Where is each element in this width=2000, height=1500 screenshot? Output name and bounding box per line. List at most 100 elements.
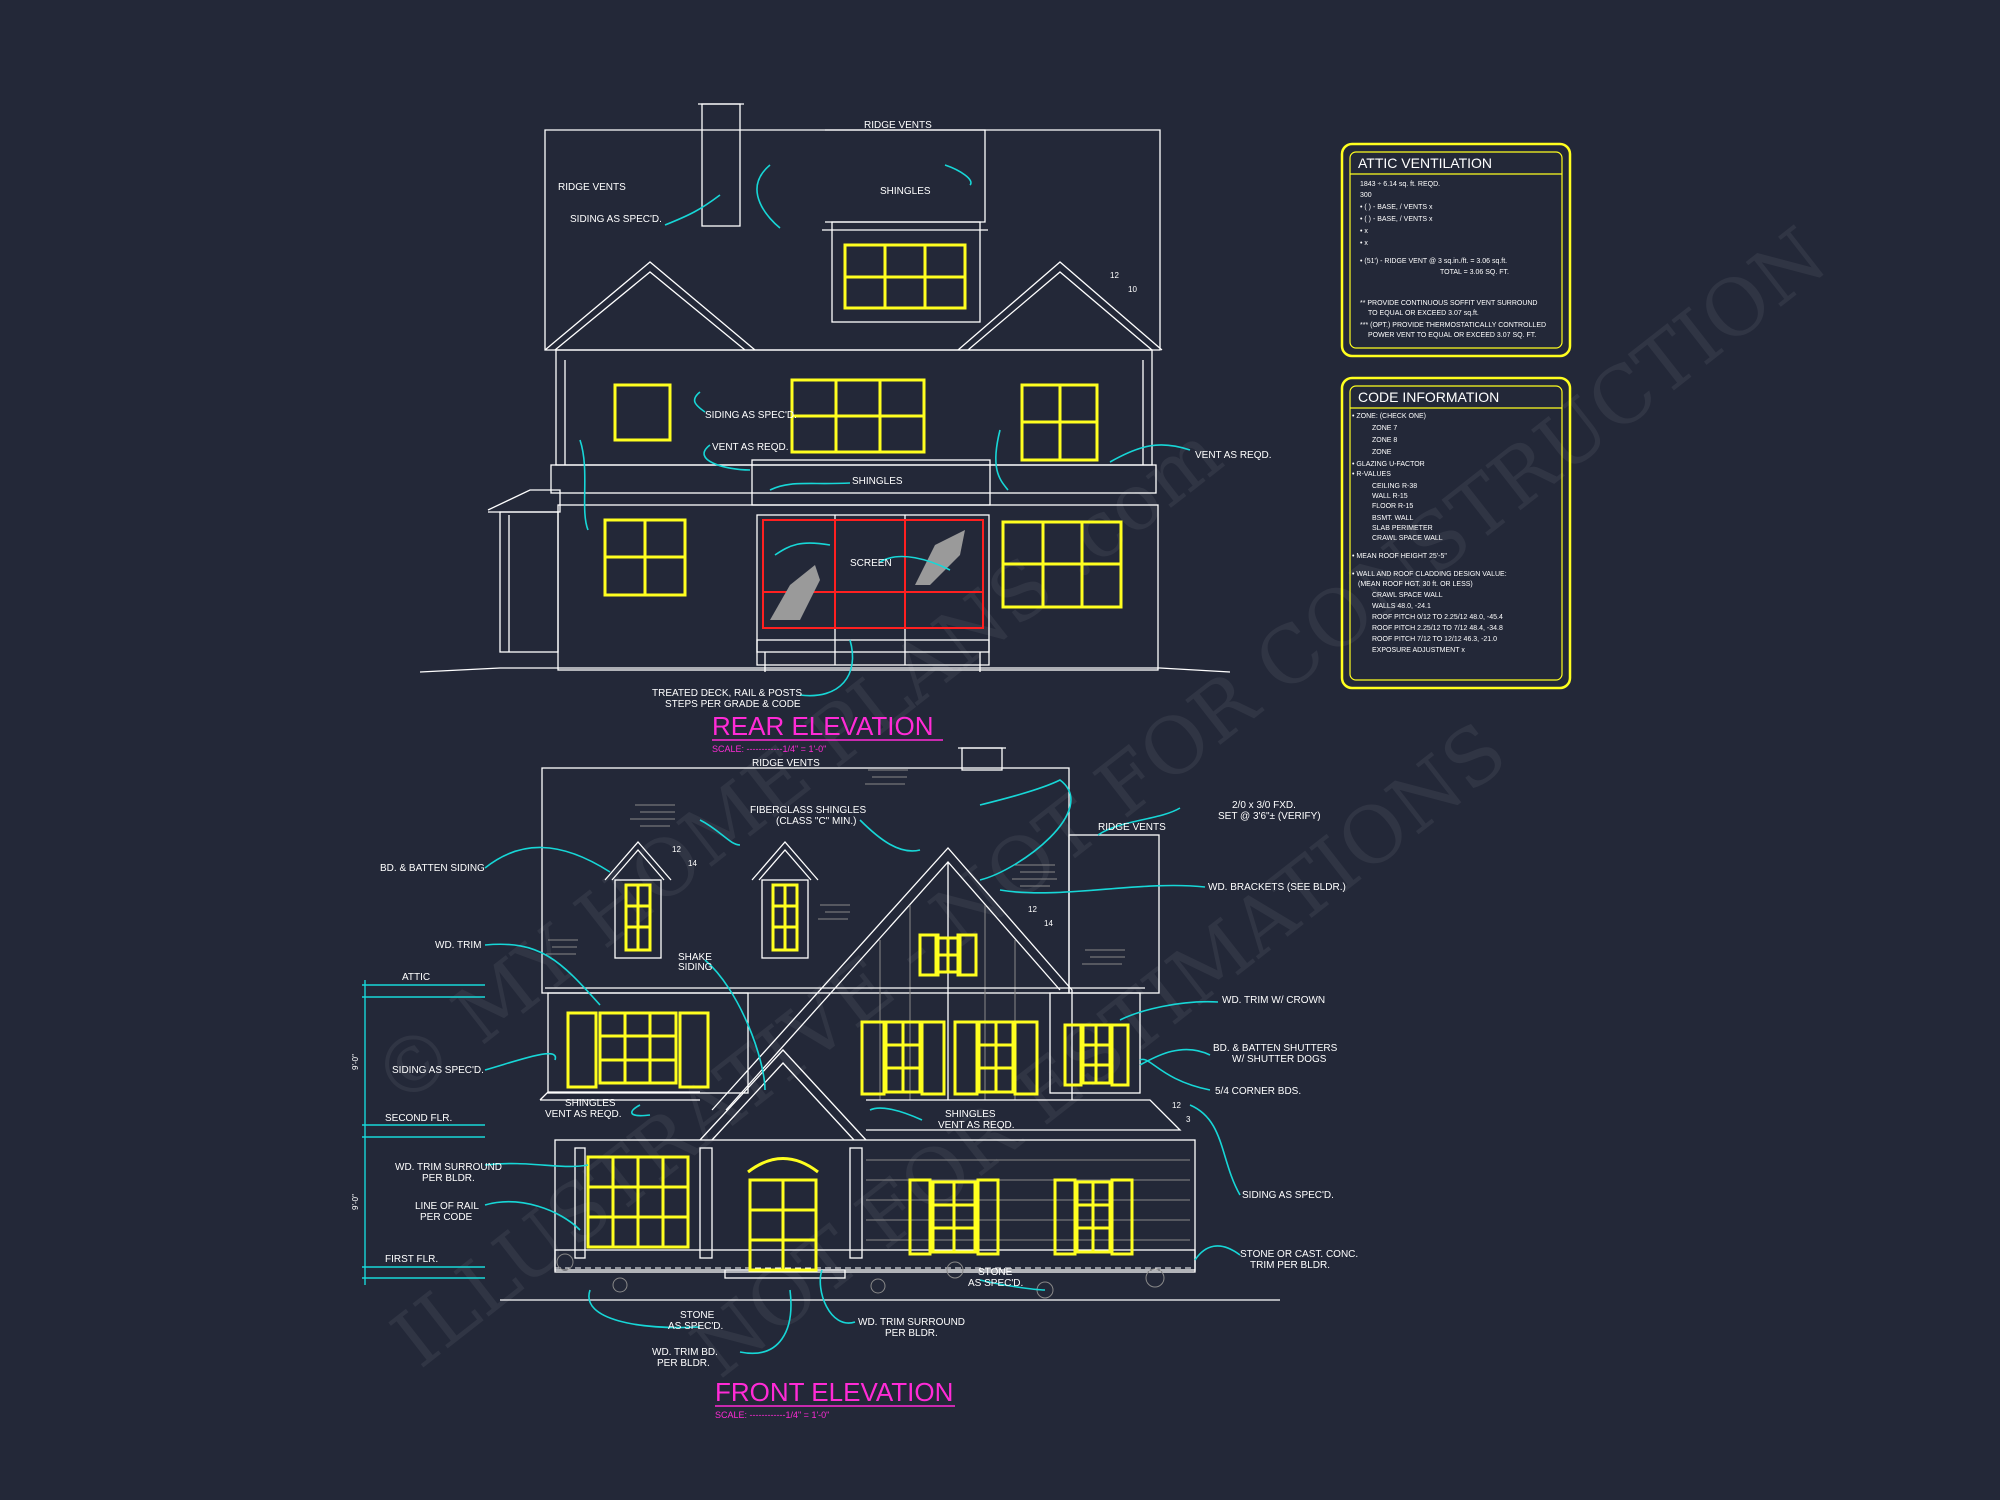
front-fxd-2: SET @ 3'6"± (VERIFY) bbox=[1218, 811, 1321, 822]
rear-elevation: RIDGE VENTS RIDGE VENTS SIDING AS SPEC'D… bbox=[419, 103, 1272, 754]
rear-siding-top: SIDING AS SPEC'D. bbox=[570, 214, 662, 225]
attic-line-11: POWER VENT TO EQUAL OR EXCEED 3.07 SQ. F… bbox=[1368, 332, 1536, 339]
front-trim-bd-2: PER BLDR. bbox=[657, 1358, 710, 1369]
code-line-12: • MEAN ROOF HEIGHT 25'-5" bbox=[1352, 553, 1447, 560]
code-line-19: ROOF PITCH 7/12 TO 12/12 46.3, -21.0 bbox=[1372, 636, 1497, 643]
front-fiberglass-2: (CLASS "C" MIN.) bbox=[776, 816, 856, 827]
code-line-3: ZONE bbox=[1372, 449, 1392, 456]
front-trim-surround-1: WD. TRIM SURROUND bbox=[395, 1162, 502, 1173]
front-trim-bd-1: WD. TRIM BD. bbox=[652, 1347, 718, 1358]
code-line-15: CRAWL SPACE WALL bbox=[1372, 592, 1443, 599]
front-elevation-title: FRONT ELEVATION bbox=[715, 1377, 953, 1407]
front-shutters-2: W/ SHUTTER DOGS bbox=[1232, 1054, 1327, 1065]
attic-ventilation-title: ATTIC VENTILATION bbox=[1358, 155, 1492, 171]
code-information-title: CODE INFORMATION bbox=[1358, 389, 1499, 405]
attic-line-4: • x bbox=[1360, 228, 1368, 235]
front-pitch-d: 14 bbox=[1044, 919, 1053, 928]
front-shake-2: SIDING bbox=[678, 962, 713, 973]
front-fiberglass-1: FIBERGLASS SHINGLES bbox=[750, 805, 866, 816]
code-line-6: CEILING R-38 bbox=[1372, 483, 1417, 490]
code-information-box: CODE INFORMATION • ZONE: (CHECK ONE) ZON… bbox=[1340, 376, 1572, 690]
front-stone-cast-2: TRIM PER BLDR. bbox=[1250, 1260, 1330, 1271]
attic-line-3: • ( ) - BASE, / VENTS x bbox=[1360, 216, 1433, 223]
rear-deck-1: TREATED DECK, RAIL & POSTS bbox=[652, 688, 802, 699]
front-rail-2: PER CODE bbox=[420, 1212, 473, 1223]
front-trim-surround-low-2: PER BLDR. bbox=[885, 1328, 938, 1339]
front-shingles-mid: SHINGLES bbox=[945, 1109, 996, 1120]
code-line-16: WALLS 48.0, -24.1 bbox=[1372, 603, 1431, 610]
front-pitch-b: 14 bbox=[688, 859, 697, 868]
code-line-5: • R-VALUES bbox=[1352, 471, 1391, 478]
code-line-13: • WALL AND ROOF CLADDING DESIGN VALUE: bbox=[1352, 571, 1507, 578]
code-line-17: ROOF PITCH 0/12 TO 2.25/12 48.0, -45.4 bbox=[1372, 614, 1503, 621]
attic-line-10: *** (OPT.) PROVIDE THERMOSTATICALLY CONT… bbox=[1360, 322, 1546, 329]
front-fxd-1: 2/0 x 3/0 FXD. bbox=[1232, 800, 1296, 811]
front-bd-batten: BD. & BATTEN SIDING bbox=[380, 863, 485, 874]
code-line-2: ZONE 8 bbox=[1372, 437, 1397, 444]
front-pitch-c: 12 bbox=[1028, 905, 1037, 914]
rear-elevation-scale: SCALE: ------------1/4" = 1'-0" bbox=[712, 744, 826, 754]
code-line-20: EXPOSURE ADJUSTMENT x bbox=[1372, 647, 1465, 654]
front-siding-left: SIDING AS SPEC'D. bbox=[392, 1065, 484, 1076]
front-dim-lower: 9'-0" bbox=[351, 1194, 360, 1210]
attic-line-6: • (51') - RIDGE VENT @ 3 sq.in./ft. = 3.… bbox=[1360, 258, 1507, 265]
attic-line-2: • ( ) - BASE, / VENTS x bbox=[1360, 204, 1433, 211]
front-elevation: RIDGE VENTS FIBERGLASS SHINGLES (CLASS "… bbox=[351, 747, 1358, 1420]
front-vent-mid: VENT AS REQD. bbox=[938, 1120, 1015, 1131]
code-line-18: ROOF PITCH 2.25/12 TO 7/12 48.4, -34.8 bbox=[1372, 625, 1503, 632]
attic-line-8: ** PROVIDE CONTINUOUS SOFFIT VENT SURROU… bbox=[1360, 300, 1537, 307]
attic-line-5: • x bbox=[1360, 240, 1368, 247]
rear-ridge-vents-left: RIDGE VENTS bbox=[558, 182, 626, 193]
rear-shingles-top: SHINGLES bbox=[880, 186, 931, 197]
front-attic: ATTIC bbox=[402, 972, 430, 983]
front-trim-surround-2: PER BLDR. bbox=[422, 1173, 475, 1184]
front-shingles-left: SHINGLES bbox=[565, 1098, 616, 1109]
rear-screen: SCREEN bbox=[850, 558, 892, 569]
front-vent-left: VENT AS REQD. bbox=[545, 1109, 622, 1120]
front-stone-cast-1: STONE OR CAST. CONC. bbox=[1240, 1249, 1358, 1260]
attic-line-7: TOTAL = 3.06 SQ. FT. bbox=[1440, 269, 1509, 276]
front-stone-low-1: STONE bbox=[680, 1310, 715, 1321]
front-stone-mid-2: AS SPEC'D. bbox=[968, 1278, 1023, 1289]
attic-line-1: 300 bbox=[1360, 192, 1372, 199]
front-trim-crown: WD. TRIM W/ CROWN bbox=[1222, 995, 1325, 1006]
front-corner-bds: 5/4 CORNER BDS. bbox=[1215, 1086, 1301, 1097]
front-shake-1: SHAKE bbox=[678, 952, 712, 963]
front-wd-trim: WD. TRIM bbox=[435, 940, 481, 951]
code-line-11: CRAWL SPACE WALL bbox=[1372, 535, 1443, 542]
rear-vent-mid: VENT AS REQD. bbox=[712, 442, 789, 453]
attic-line-0: 1843 ÷ 6.14 sq. ft. REQD. bbox=[1360, 181, 1440, 188]
code-line-0: • ZONE: (CHECK ONE) bbox=[1352, 413, 1426, 420]
front-pitch-e: 12 bbox=[1172, 1101, 1181, 1110]
code-line-14: (MEAN ROOF HGT. 30 ft. OR LESS) bbox=[1358, 581, 1473, 588]
attic-ventilation-box: ATTIC VENTILATION 1843 ÷ 6.14 sq. ft. RE… bbox=[1340, 142, 1572, 358]
attic-line-9: TO EQUAL OR EXCEED 3.07 sq.ft. bbox=[1368, 310, 1479, 317]
front-stone-low-2: AS SPEC'D. bbox=[668, 1321, 723, 1332]
rear-pitch-a: 12 bbox=[1110, 271, 1119, 280]
front-pitch-a: 12 bbox=[672, 845, 681, 854]
front-elevation-scale: SCALE: ------------1/4" = 1'-0" bbox=[715, 1410, 829, 1420]
front-ridge-vents-top: RIDGE VENTS bbox=[752, 758, 820, 769]
rear-siding-mid: SIDING AS SPEC'D. bbox=[705, 410, 797, 421]
front-rail-1: LINE OF RAIL bbox=[415, 1201, 479, 1212]
front-wd-brackets: WD. BRACKETS (SEE BLDR.) bbox=[1208, 882, 1346, 893]
watermark: © MY HOME PLANS .com ILLUSTRATIVE - NOT … bbox=[356, 211, 1843, 1395]
code-line-10: SLAB PERIMETER bbox=[1372, 525, 1433, 532]
rear-vent-right: VENT AS REQD. bbox=[1195, 450, 1272, 461]
code-line-9: BSMT. WALL bbox=[1372, 515, 1413, 522]
front-pitch-f: 3 bbox=[1186, 1115, 1191, 1124]
front-second-flr: SECOND FLR. bbox=[385, 1113, 452, 1124]
rear-elevation-title: REAR ELEVATION bbox=[712, 711, 934, 741]
front-shutters-1: BD. & BATTEN SHUTTERS bbox=[1213, 1043, 1338, 1054]
front-trim-surround-low-1: WD. TRIM SURROUND bbox=[858, 1317, 965, 1328]
rear-ridge-vents-top: RIDGE VENTS bbox=[864, 120, 932, 131]
front-first-flr: FIRST FLR. bbox=[385, 1254, 438, 1265]
rear-shingles-mid: SHINGLES bbox=[852, 476, 903, 487]
front-stone-mid-1: STONE bbox=[978, 1267, 1013, 1278]
front-ridge-vents-right: RIDGE VENTS bbox=[1098, 822, 1166, 833]
rear-deck-2: STEPS PER GRADE & CODE bbox=[665, 699, 801, 710]
code-line-8: FLOOR R-15 bbox=[1372, 503, 1413, 510]
rear-pitch-b: 10 bbox=[1128, 285, 1137, 294]
code-line-7: WALL R-15 bbox=[1372, 493, 1408, 500]
